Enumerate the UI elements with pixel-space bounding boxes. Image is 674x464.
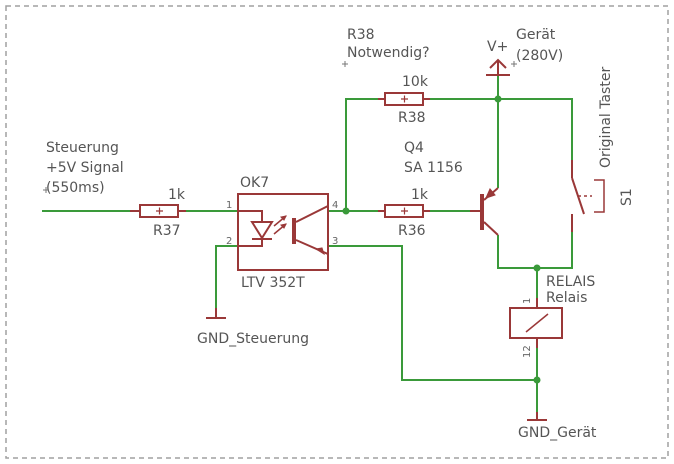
gnd-control-symbol: [206, 308, 226, 319]
r38-note: Notwendig?: [347, 45, 430, 61]
relay-coil: [509, 298, 563, 348]
switch-s1: [571, 160, 605, 232]
supply-name-1: Gerät: [516, 27, 556, 43]
r36-value: 1k: [411, 187, 429, 203]
signal-label-1: Steuerung: [46, 140, 119, 156]
ok7-pin-4: 4: [332, 200, 338, 211]
transistor-q4: [470, 187, 499, 236]
gnd-control-label: GND_Steuerung: [197, 331, 309, 347]
wires: [42, 75, 573, 412]
ok7-pin-3: 3: [332, 236, 338, 247]
sheet-frame: [5, 5, 669, 459]
origin-mark: [43, 187, 49, 193]
gnd-device-label: GND_Gerät: [518, 425, 597, 441]
gnd-device-symbol: [527, 412, 547, 421]
resistor-r36: [378, 204, 430, 218]
supply-label: V+: [487, 39, 508, 55]
q4-part: SA 1156: [404, 160, 463, 176]
r38-value: 10k: [402, 74, 429, 90]
relay-pin-top: 1: [522, 298, 533, 304]
signal-label-2: +5V Signal: [46, 160, 124, 176]
ok7-part: LTV 352T: [241, 275, 305, 291]
junction: [533, 264, 541, 272]
wire-r38-right: [423, 98, 573, 160]
r38-name: R38: [398, 110, 426, 126]
signal-label-3: (550ms): [46, 180, 105, 196]
r37-name: R37: [153, 223, 181, 239]
junction: [342, 207, 350, 215]
r38-top-name: R38: [347, 27, 375, 43]
relay-name: RELAIS: [546, 274, 595, 290]
origin-mark: [511, 61, 517, 67]
relay-pin-bottom: 12: [522, 345, 533, 358]
wire-collector: [497, 232, 573, 269]
junction: [494, 95, 502, 103]
r36-name: R36: [398, 223, 426, 239]
ok7-pin-2: 2: [226, 236, 232, 247]
junction: [533, 376, 541, 384]
q4-name: Q4: [404, 140, 424, 156]
origin-mark: [342, 61, 348, 67]
r37-value: 1k: [168, 187, 186, 203]
supply-symbol: [486, 58, 510, 76]
supply-name-2: (280V): [516, 48, 563, 64]
resistor-r38: [378, 92, 430, 106]
wire-gnd-control: [215, 245, 238, 308]
wire-r38-left: [345, 98, 385, 211]
ok7-name: OK7: [240, 175, 269, 191]
optocoupler-ok7: [237, 193, 329, 271]
s1-name: S1: [619, 188, 635, 206]
ok7-pin-1: 1: [226, 200, 232, 211]
relay-value: Relais: [546, 290, 587, 306]
wire-ok7-gnd: [328, 245, 537, 381]
s1-label: Original Taster: [598, 67, 614, 168]
resistor-r37: [130, 204, 186, 218]
